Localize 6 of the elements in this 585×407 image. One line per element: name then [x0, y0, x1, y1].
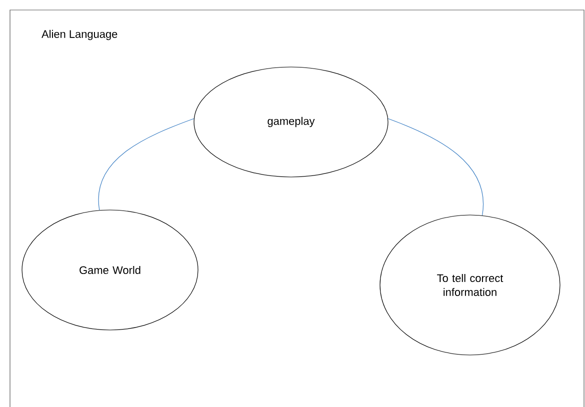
connector-line — [98, 118, 194, 210]
ellipse-node: gameplay — [194, 66, 388, 178]
ellipse-node: To tell correct information — [380, 214, 560, 356]
ellipse-node: Game World — [22, 210, 198, 330]
title: Alien Language — [42, 30, 118, 40]
connector-line — [388, 118, 484, 216]
